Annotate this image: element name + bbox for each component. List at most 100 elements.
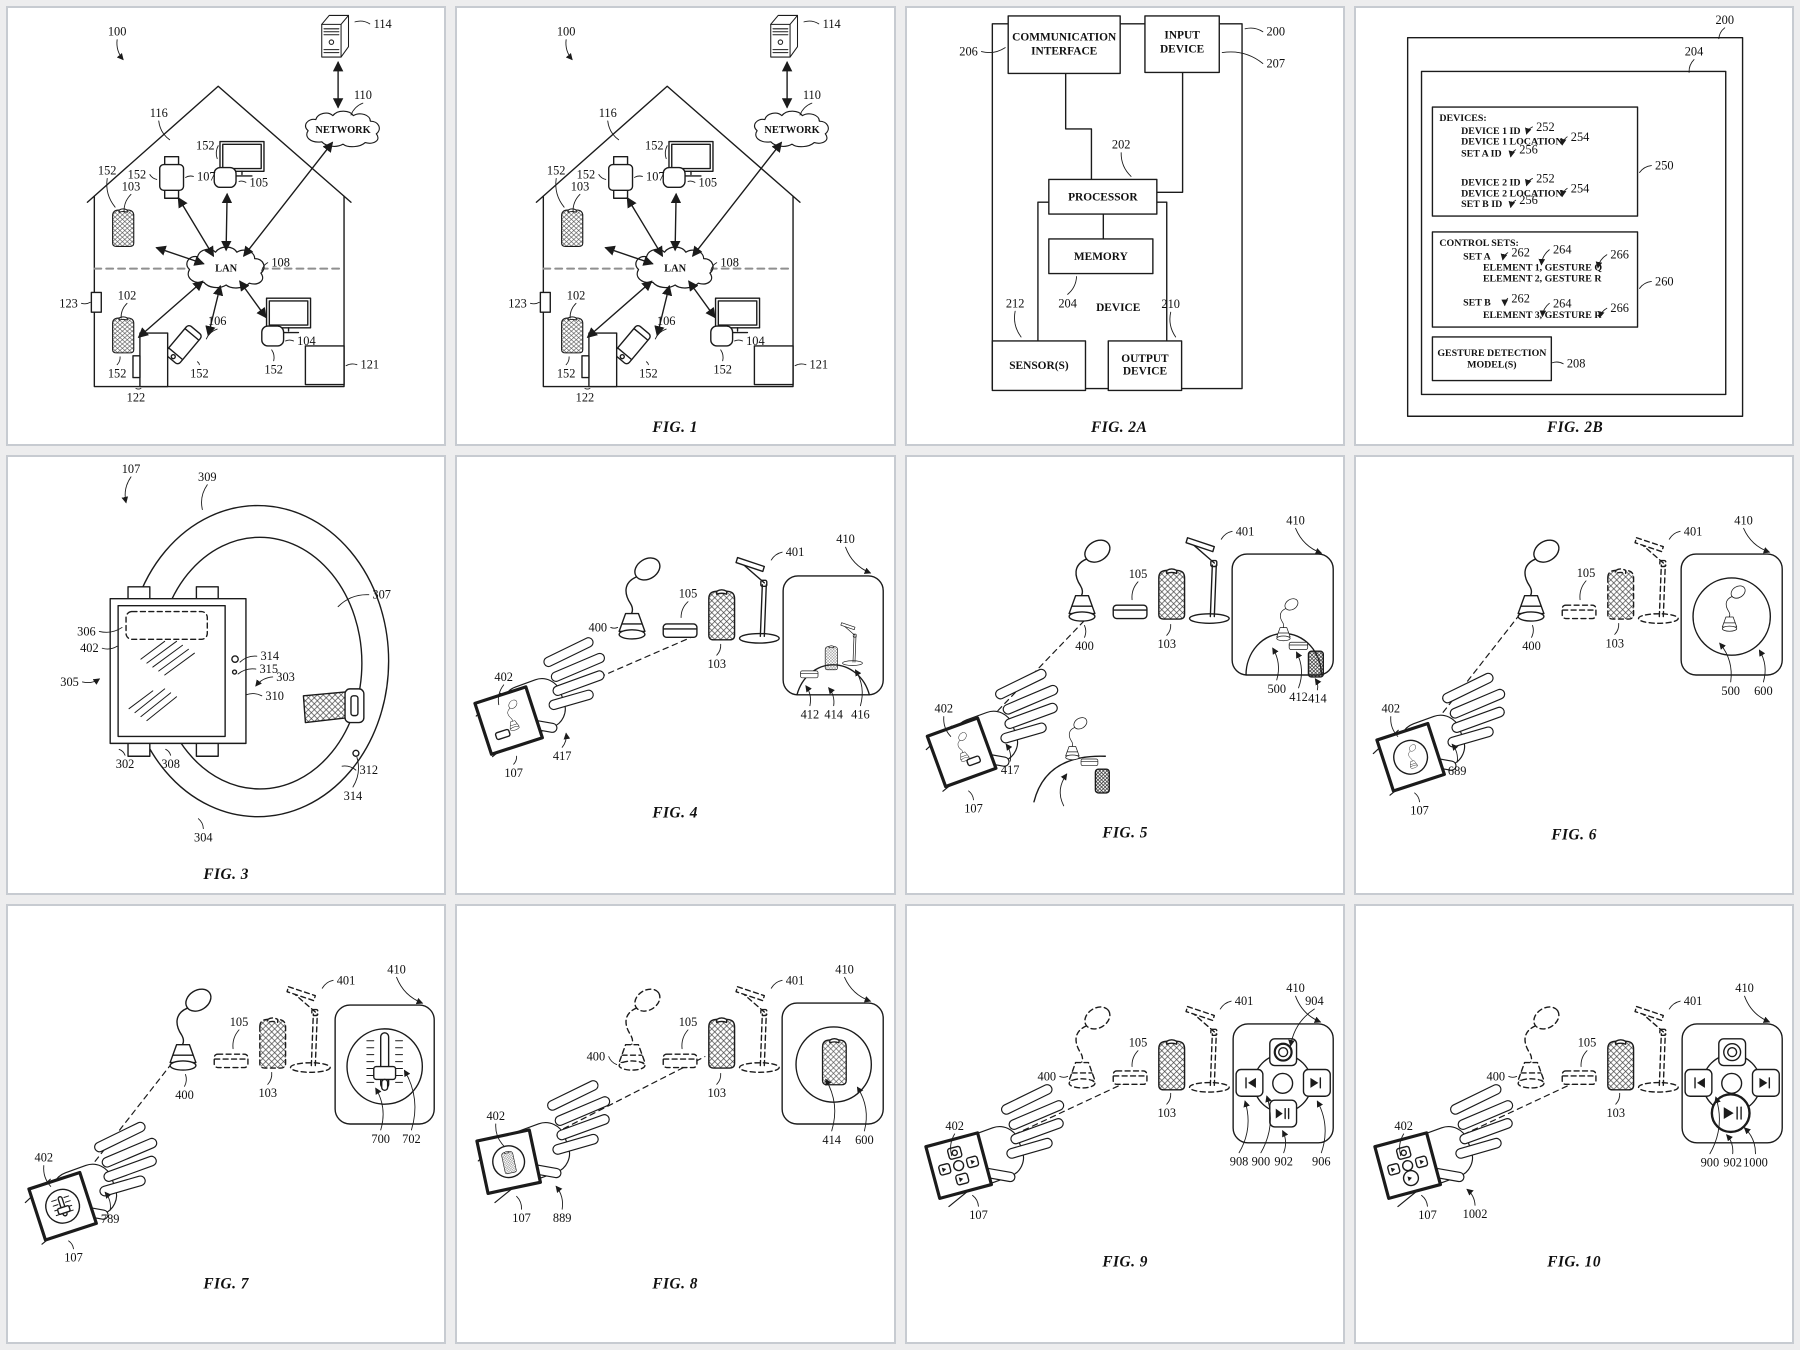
leader-line-152 [555,177,565,208]
leader-line-417 [1005,743,1012,762]
leader-line-105 [238,180,247,183]
input-device-label2: DEVICE [1159,44,1203,56]
ref-label-302: 302 [116,757,135,771]
secondary-set-inset [1032,714,1110,807]
media-box-icon-dashed [1112,1070,1148,1086]
media-box-icon-dashed [1561,1070,1597,1086]
ref-label-256: 256 [1519,193,1538,207]
leader-line-103 [716,643,722,656]
smart-speaker-icon [1606,1039,1635,1091]
ref-label-152: 152 [108,367,127,381]
figure-caption: FIG. 3 [202,866,249,883]
leader-line-108 [261,262,269,272]
leader-line-402 [498,684,505,706]
leader-line-105 [1580,1050,1588,1067]
leader-line-254 [1559,187,1568,198]
ref-label-401: 401 [1234,994,1253,1008]
figure-caption: FIG. 7 [202,1275,249,1292]
ref-label-410: 410 [1286,981,1305,995]
ref-label-103: 103 [1157,637,1176,651]
selected-device-ui [781,1002,885,1125]
smart-speaker-icon [708,589,736,641]
figure-caption: FIG. 5 [1101,825,1148,842]
leader-line-400 [1083,625,1086,638]
leader-line-123 [530,301,541,305]
leader-line-204 [1066,276,1077,295]
ref-label-107: 107 [197,169,216,183]
leader-line-105 [232,1029,240,1050]
wrist-top-button [946,1145,962,1160]
gooseneck-lamp-icon [169,983,216,1071]
pointing-line [510,1056,706,1157]
leader-line-116 [158,120,171,141]
ref-label-114: 114 [374,17,392,31]
wrist-top-button [1395,1145,1412,1160]
leader-line-105 [1131,581,1138,601]
ref-label-1002: 1002 [1462,1207,1487,1221]
ref-label-107: 107 [122,462,141,476]
leader-line-410 [1294,995,1321,1023]
smart-speaker-icon-dashed [1606,568,1635,620]
ref-label-123: 123 [59,296,78,310]
leader-line-105 [1131,1050,1138,1067]
ref-label-402: 402 [945,1119,964,1133]
sensors-label: SENSOR(S) [1009,360,1069,372]
mini-speaker-icon [822,1038,848,1086]
leader-line-103 [123,193,132,213]
figure-caption: FIG. 10 [1546,1254,1601,1271]
ref-label-202: 202 [1111,138,1130,152]
ref-label-401: 401 [786,545,805,559]
leader-line-121 [794,363,807,367]
leader-line-102 [120,302,128,319]
ref-label-105: 105 [699,175,718,189]
leader-line-402 [942,716,951,737]
ref-label-212: 212 [1005,296,1024,310]
leader-line-260 [1638,281,1652,289]
leader-line-152 [598,174,607,180]
leader-line-114 [354,20,371,25]
wrist-device [473,685,545,756]
leader-line-410 [396,976,424,1005]
ref-label-252: 252 [1536,120,1555,134]
leader-line-401 [1668,1000,1681,1010]
leader-line-103 [1614,623,1619,635]
leader-line-400 [1058,1075,1068,1078]
ref-label-309: 309 [198,470,217,484]
leader-line-900 [1709,1096,1721,1155]
leader-line-104 [285,339,294,342]
leader-line-107 [971,1194,979,1207]
leader-line-902 [1725,1134,1734,1155]
ref-label-116: 116 [599,106,617,120]
fig-2a-drawing: COMMUNICATION INTERFACE INPUT DEVICE PRO… [959,15,1285,436]
leader-line-306 [98,626,123,633]
leader-line-908 [1238,1100,1250,1154]
ref-label-600: 600 [855,1133,874,1147]
leader-line-402 [101,645,118,650]
leader-line-108 [710,262,718,272]
wrist-device [925,716,998,789]
ref-label-102: 102 [118,288,137,302]
ref-label-122: 122 [127,390,146,404]
leader-line-305 [81,678,101,685]
leader-line-307 [337,594,370,608]
ref-label-152: 152 [98,163,117,177]
leader-line-100 [116,39,124,61]
leader-line-900 [1259,1095,1272,1154]
device-label: DEVICE [1096,302,1140,314]
ref-label-122: 122 [576,390,595,404]
ref-label-400: 400 [1037,1069,1056,1083]
leader-line-212 [1013,310,1022,338]
desk-lamp-icon [1184,537,1230,624]
figure-caption: FIG. 1 [652,419,699,436]
leader-line-103 [1165,1092,1171,1105]
leader-line-410 [844,976,872,1003]
ref-label-152: 152 [639,367,658,381]
